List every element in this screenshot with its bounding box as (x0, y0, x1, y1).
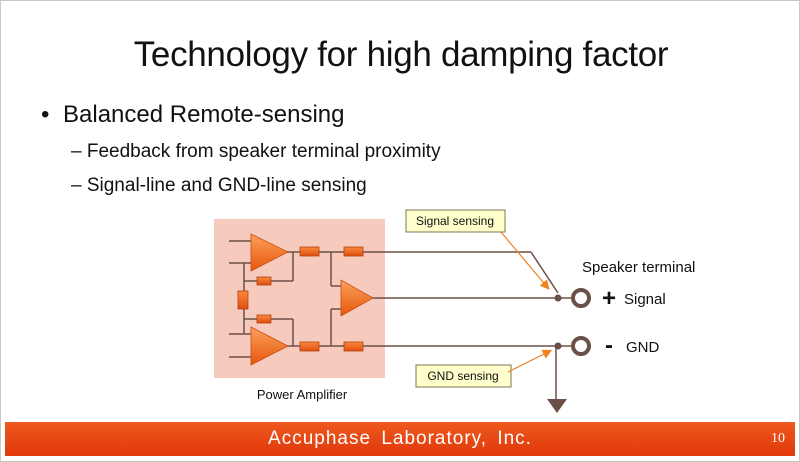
amplifier-top (250, 233, 289, 272)
resistor (256, 314, 272, 324)
sub-bullet-sensing: – Signal-line and GND-line sensing (71, 175, 367, 196)
gnd-sensing-arrow (507, 349, 553, 373)
bullet-text: Balanced Remote-sensing (63, 101, 345, 128)
resistor (256, 276, 272, 286)
gnd-sensing-label: GND sensing (427, 369, 498, 383)
ground-arrow-icon (547, 399, 567, 413)
slide-title: Technology for high damping factor (133, 35, 669, 74)
amplifiers (250, 233, 374, 366)
minus-symbol: - (605, 332, 613, 359)
speaker-terminal-label: Speaker terminal (582, 259, 695, 276)
page-number: 10 (771, 431, 785, 446)
bullet-item: • Balanced Remote-sensing (41, 101, 345, 129)
plus-symbol: + (602, 285, 616, 312)
sub-bullet-feedback: – Feedback from speaker terminal proximi… (71, 141, 441, 162)
resistor (343, 246, 364, 257)
amplifier-bottom (250, 326, 289, 366)
resistor (299, 246, 320, 257)
wires (229, 240, 571, 399)
speaker-terminal-plus-icon (571, 288, 591, 308)
gnd-sense-node (554, 342, 562, 350)
gnd-label: GND (626, 339, 660, 356)
amplifier-center (340, 279, 374, 317)
signal-sense-node (554, 294, 562, 302)
resistors (237, 246, 364, 352)
signal-sensing-callout (405, 209, 506, 233)
gnd-sensing-callout (415, 364, 512, 388)
circuit-diagram: Signal sensing GND sensing Power Amplifi… (214, 209, 695, 413)
signal-label: Signal (624, 291, 666, 308)
footer-company: Accuphase Laboratory, Inc. (268, 428, 532, 449)
signal-sensing-label: Signal sensing (416, 214, 494, 228)
power-amplifier-label: Power Amplifier (257, 387, 348, 402)
speaker-terminal-minus-icon (571, 336, 591, 356)
resistor (237, 290, 249, 310)
footer-bar: Accuphase Laboratory, Inc. 10 (5, 422, 795, 456)
junction-dots (554, 294, 562, 350)
signal-sensing-arrow (500, 231, 550, 290)
resistor (299, 341, 320, 352)
resistor (343, 341, 364, 352)
bullet-dot: • (41, 101, 50, 128)
